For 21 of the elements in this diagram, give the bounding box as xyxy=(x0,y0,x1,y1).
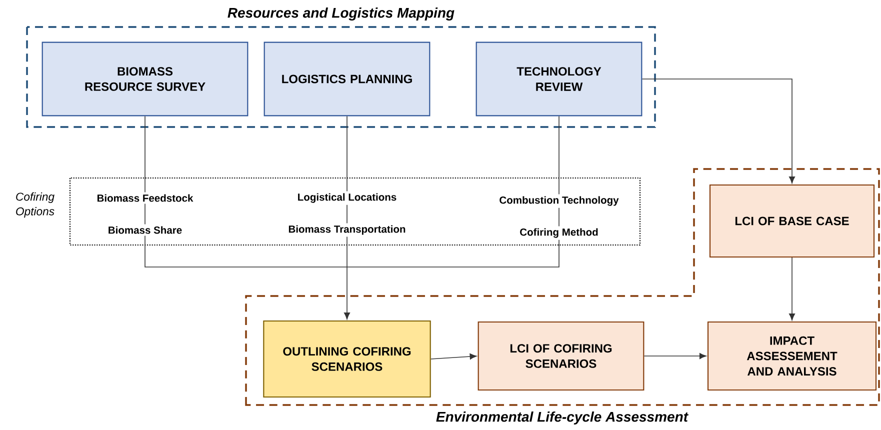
arrow xyxy=(430,354,477,360)
group-heading: Environmental Life-cycle Assessment xyxy=(436,411,688,425)
process-box: BIOMASS RESOURCE SURVEY xyxy=(42,42,248,116)
arrow xyxy=(789,257,795,320)
process-box: LOGISTICS PLANNING xyxy=(264,42,430,116)
option-label: Logistical Locations xyxy=(295,191,399,205)
arrow xyxy=(644,353,706,359)
option-label: Biomass Transportation xyxy=(286,223,408,237)
group-heading: Resources and Logistics Mapping xyxy=(228,7,454,21)
option-label: Biomass Feedstock xyxy=(94,192,196,204)
process-box: LCI OF COFIRING SCENARIOS xyxy=(478,321,644,391)
option-label: Cofiring Method xyxy=(518,226,600,240)
arrow xyxy=(344,244,350,320)
process-box: LCI OF BASE CASE xyxy=(709,184,875,258)
options-heading: Cofiring Options xyxy=(16,192,54,218)
process-box: IMPACT ASSESSEMENT AND ANALYSIS xyxy=(707,321,877,391)
process-box: TECHNOLOGY REVIEW xyxy=(476,42,642,116)
option-label: Combustion Technology xyxy=(497,194,621,208)
option-label: Biomass Share xyxy=(106,224,184,236)
arrow xyxy=(642,78,795,184)
highlighted-box: OUTLINING COFIRING SCENARIOS xyxy=(263,320,431,398)
